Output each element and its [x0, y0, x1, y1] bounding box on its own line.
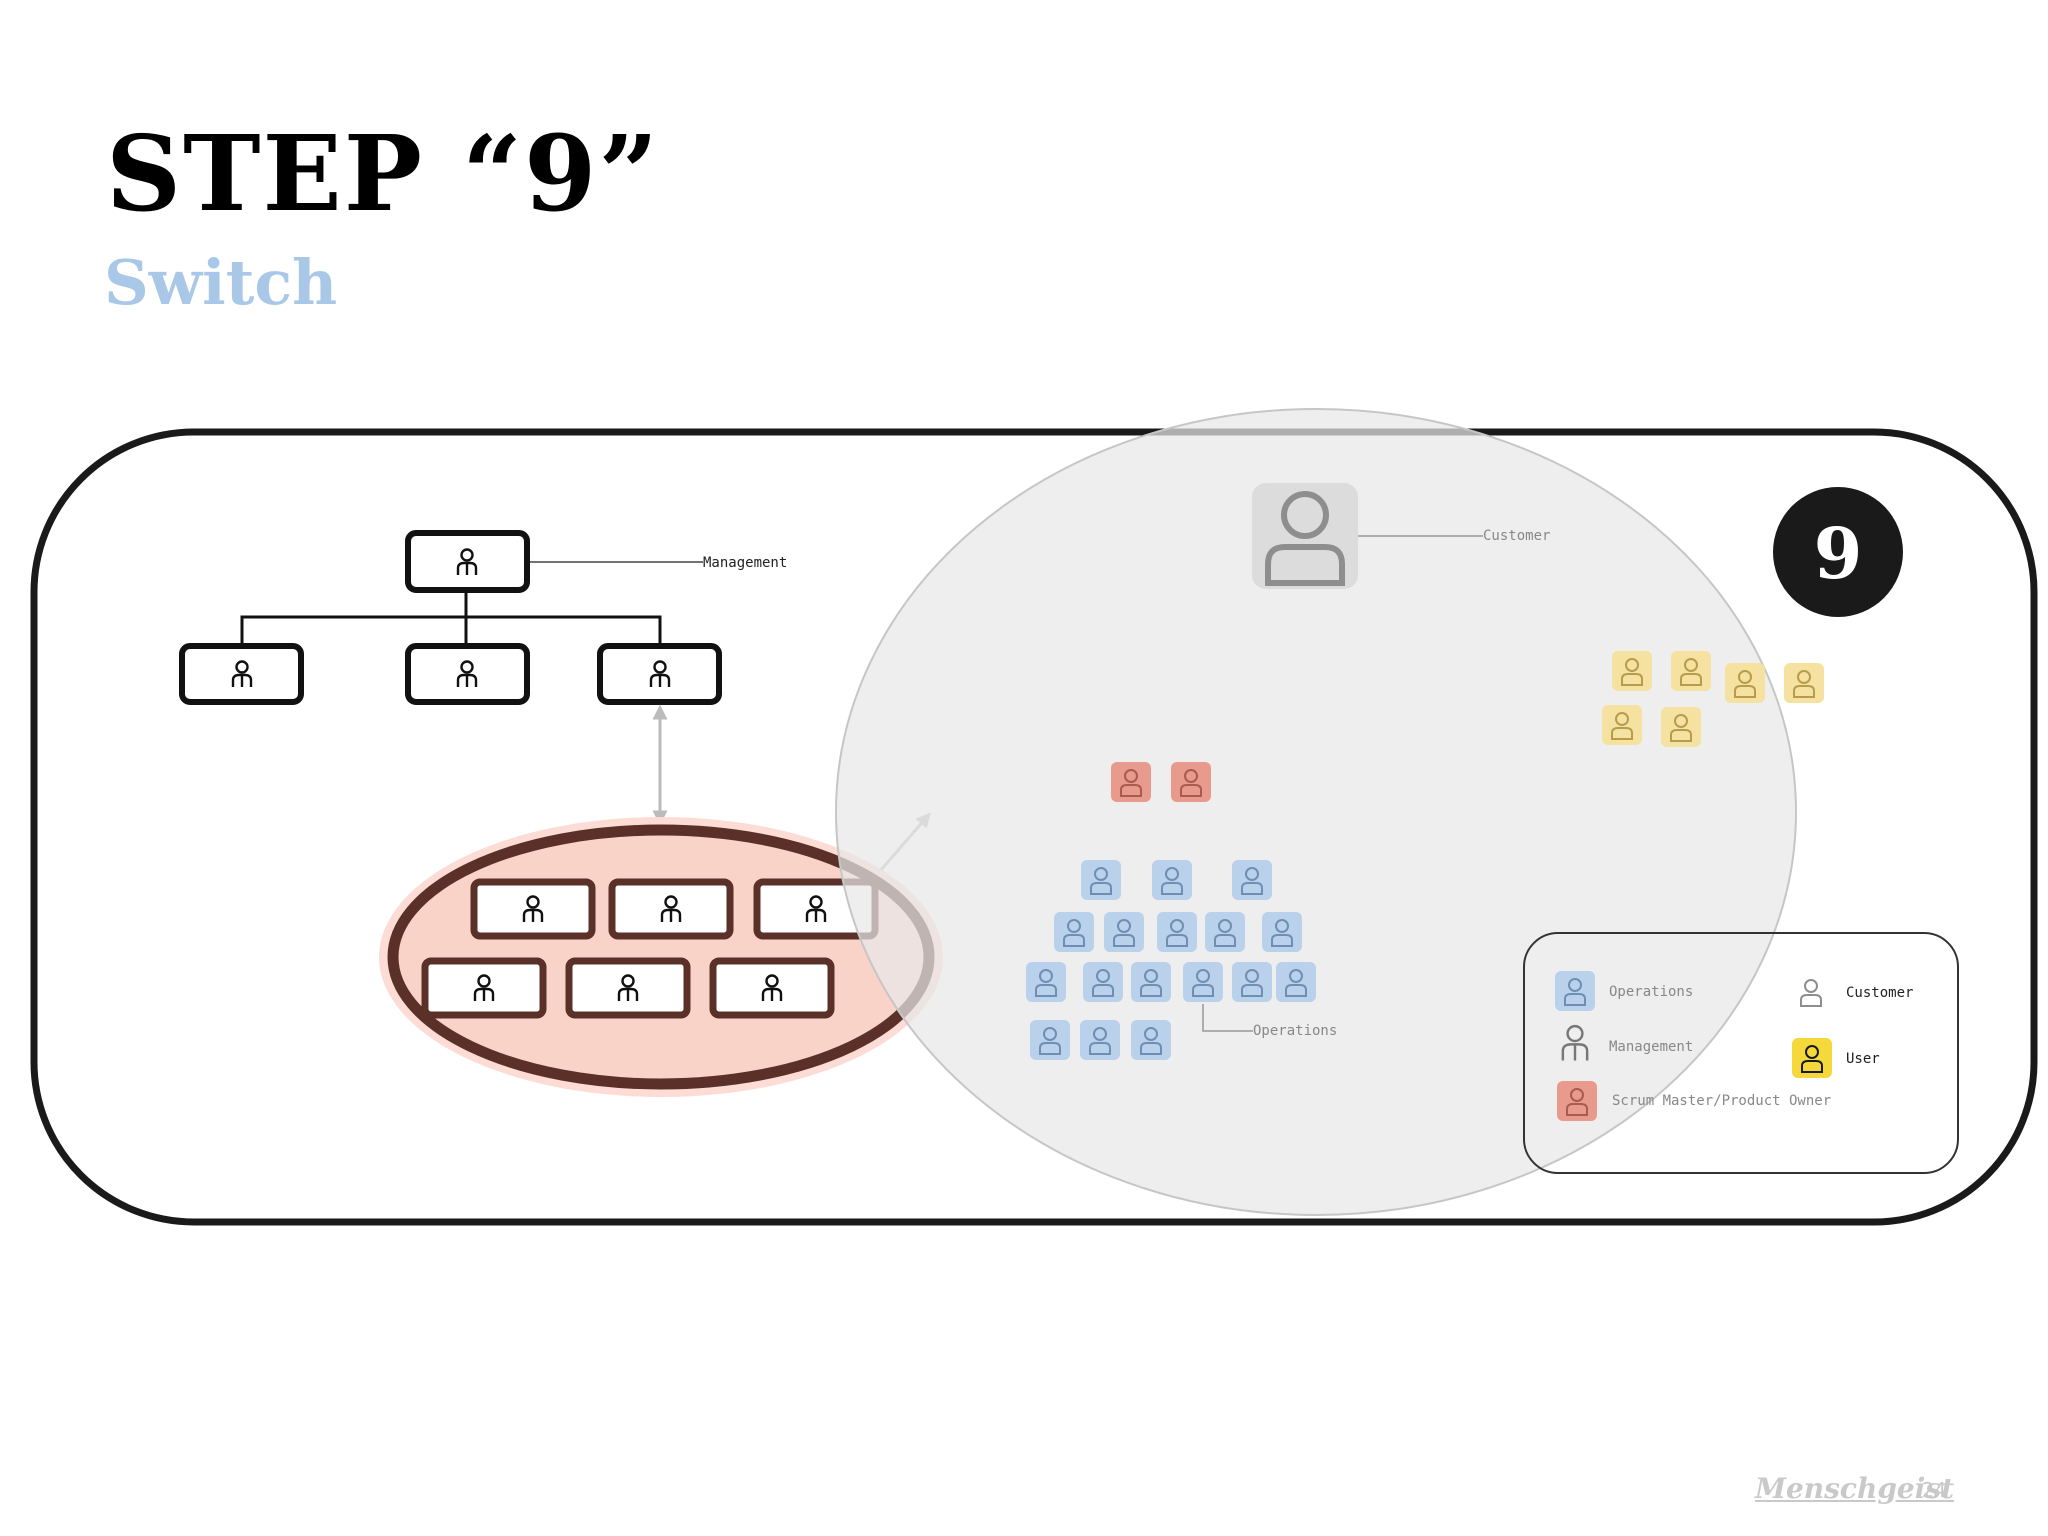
management-hierarchy: Management: [179, 530, 787, 705]
management-box-top: [405, 530, 530, 593]
legend-management: Management: [1609, 1039, 1693, 1055]
legend-user: User: [1846, 1051, 1880, 1067]
customer-icon: [1252, 483, 1358, 589]
step-badge: [1773, 487, 1903, 617]
customer-label: Customer: [1483, 528, 1550, 544]
team-ellipse: [379, 817, 943, 1097]
management-box-right: [597, 643, 722, 705]
operations-label: Operations: [1253, 1023, 1337, 1039]
page-number: 24: [1922, 1478, 1947, 1502]
customer-circle: [835, 408, 1797, 1216]
management-box-left: [179, 643, 304, 705]
page-subtitle: Switch: [104, 246, 338, 319]
legend-operations: Operations: [1609, 984, 1693, 1000]
management-label: Management: [703, 555, 787, 571]
legend: Operations Management Scrum Master/Produ…: [1523, 932, 1959, 1174]
step-number: 9: [1814, 512, 1863, 595]
management-box-center: [405, 643, 530, 705]
legend-scrum: Scrum Master/Product Owner: [1612, 1093, 1831, 1109]
page-title: STEP “9”: [106, 112, 661, 235]
legend-customer: Customer: [1846, 985, 1913, 1001]
brand-logo: Menschgeist: [1755, 1472, 1955, 1505]
